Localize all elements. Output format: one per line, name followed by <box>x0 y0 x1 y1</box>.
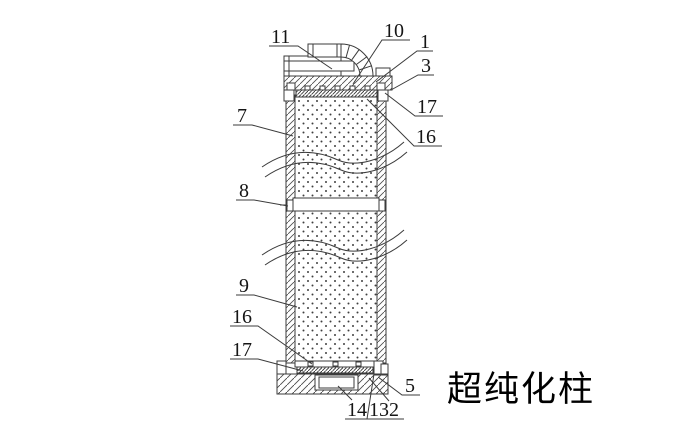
bottom-flange-left <box>276 360 287 375</box>
top-cap-assembly <box>283 43 393 102</box>
bottom-assembly <box>276 360 389 395</box>
label-17-bottom-leader <box>230 358 304 372</box>
label-16-top-text: 16 <box>416 126 436 148</box>
top-screen-nub-left <box>286 82 296 91</box>
label-11-text: 11 <box>271 26 290 48</box>
elbow-hatch-ticks <box>345 44 373 71</box>
label-8-text: 8 <box>239 180 249 202</box>
label-7-text: 7 <box>237 105 247 127</box>
label-1: 1 <box>375 31 433 83</box>
label-7-leader <box>233 124 294 137</box>
label-5: 5 <box>377 375 420 397</box>
base-channel <box>314 374 359 391</box>
label-17-top: 17 <box>384 92 443 118</box>
label-5-text: 5 <box>405 375 415 397</box>
label-14-text: 14 <box>347 399 367 421</box>
break-lines-upper <box>261 141 408 178</box>
side-port-tube <box>283 60 355 72</box>
resin-bed <box>295 97 377 361</box>
label-11: 11 <box>269 26 333 70</box>
label-13-leader <box>366 373 391 420</box>
label-10-text: 10 <box>384 20 404 42</box>
label-16-bottom-text: 16 <box>232 306 252 328</box>
label-1-leader <box>375 50 433 83</box>
column-wall-right <box>376 94 387 364</box>
bottom-seal-step <box>380 363 389 376</box>
label-9-leader <box>236 294 298 308</box>
label-2-leader <box>368 377 404 420</box>
bottom-mesh-tabs <box>307 361 362 367</box>
label-3-text: 3 <box>421 55 431 77</box>
label-13-text: 13 <box>369 399 389 421</box>
label-10: 10 <box>352 20 410 85</box>
cap-flange-right <box>377 89 389 102</box>
cap-right-step <box>375 67 391 77</box>
label-16-top-leader <box>366 98 442 147</box>
label-10-leader <box>352 39 410 85</box>
bottom-filter-screen <box>296 366 374 374</box>
break-lines-lower <box>261 229 408 266</box>
top-filter-screen <box>295 89 378 98</box>
label-7: 7 <box>233 105 294 137</box>
cap-flange-left <box>283 89 295 102</box>
middle-divider <box>280 197 386 212</box>
label-17-bottom: 17 <box>230 339 304 372</box>
label-5-leader <box>377 376 420 396</box>
label-16-top: 16 <box>366 98 442 148</box>
label-11-leader <box>269 45 333 70</box>
label-16-bottom: 16 <box>230 306 313 365</box>
label-1-text: 1 <box>420 31 430 53</box>
label-9-text: 9 <box>239 275 249 297</box>
label-3-leader <box>390 74 434 91</box>
label-16-bottom-leader <box>230 325 313 365</box>
label-8: 8 <box>236 180 289 207</box>
label-9: 9 <box>236 275 298 308</box>
label-13: 13 <box>366 373 391 421</box>
label-2: 2 <box>368 377 404 421</box>
top-screen-nub-right <box>376 82 386 91</box>
label-17-bottom-text: 17 <box>232 339 252 361</box>
bottom-port-tube <box>318 376 355 389</box>
label-8-leader <box>236 199 289 207</box>
label-17-top-text: 17 <box>417 96 437 118</box>
figure-title: 超纯化柱 <box>447 370 595 409</box>
label-2-text: 2 <box>389 399 399 421</box>
label-3: 3 <box>390 55 434 91</box>
label-17-top-leader <box>384 92 443 117</box>
